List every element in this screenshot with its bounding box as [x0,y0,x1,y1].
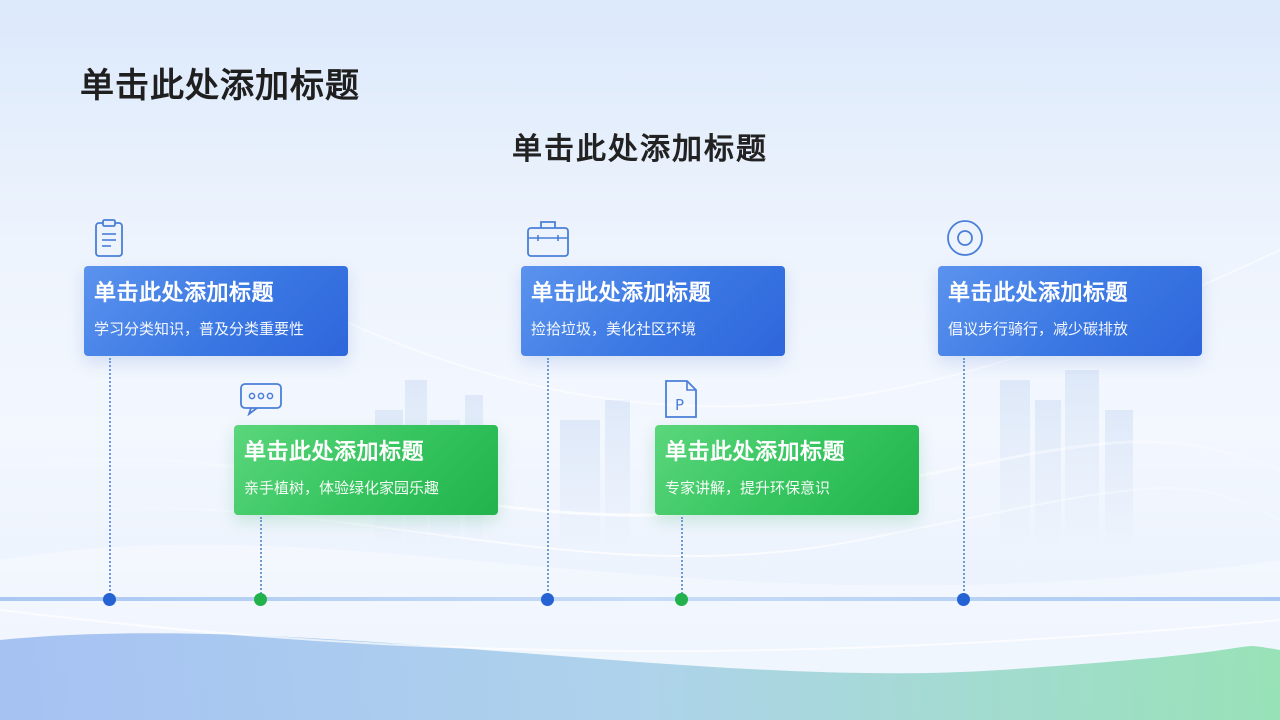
milestone-connector [260,517,262,598]
timeline-dot [541,593,554,606]
clipboard-icon [93,218,125,262]
milestone-desc: 倡议步行骑行，减少碳排放 [948,320,1129,338]
milestone-title: 单击此处添加标题 [948,281,1129,306]
milestone-card-5[interactable]: 单击此处添加标题 倡议步行骑行，减少碳排放 [938,266,1202,356]
milestone-title: 单击此处添加标题 [244,440,425,465]
timeline-dot [103,593,116,606]
milestone-title: 单击此处添加标题 [94,281,275,306]
milestone-card-4[interactable]: 单击此处添加标题 专家讲解，提升环保意识 [655,425,919,515]
milestone-connector [963,358,965,598]
milestone-connector [547,358,549,598]
timeline-dot [254,593,267,606]
timeline-dot [957,593,970,606]
document-p-icon: P [663,378,699,424]
milestone-desc: 学习分类知识，普及分类重要性 [94,320,305,338]
milestone-title: 单击此处添加标题 [665,440,846,465]
milestone-card-1[interactable]: 单击此处添加标题 学习分类知识，普及分类重要性 [84,266,348,356]
milestone-connector [109,358,111,598]
milestone-card-2[interactable]: 单击此处添加标题 亲手植树，体验绿化家园乐趣 [234,425,498,515]
timeline-axis [0,597,1280,601]
milestone-card-3[interactable]: 单击此处添加标题 捡拾垃圾，美化社区环境 [521,266,785,356]
milestone-desc: 捡拾垃圾，美化社区环境 [531,320,697,338]
briefcase-icon [526,218,570,262]
milestone-connector [681,517,683,598]
target-icon [945,218,985,262]
milestone-desc: 亲手植树，体验绿化家园乐趣 [244,479,440,497]
chat-bubble-icon [239,382,283,420]
timeline-dot [675,593,688,606]
page-title: 单击此处添加标题 [80,66,360,106]
milestone-title: 单击此处添加标题 [531,281,712,306]
milestone-desc: 专家讲解，提升环保意识 [665,479,831,497]
subtitle: 单击此处添加标题 [512,132,768,167]
svg-text:P: P [675,396,684,414]
